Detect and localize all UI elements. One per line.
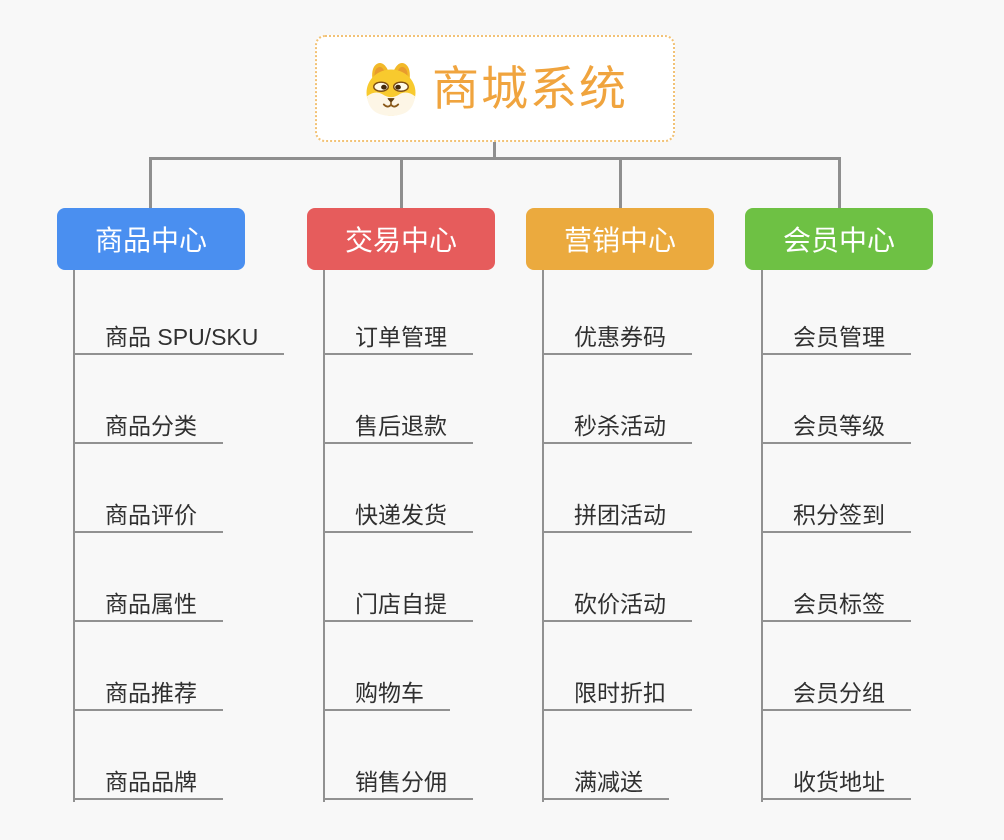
connector-drop-trade-center [400, 157, 403, 209]
leaf-node[interactable]: 限时折扣 [542, 677, 692, 711]
branch-spine [323, 270, 325, 802]
shiba-dog-face-icon [362, 60, 420, 118]
leaf-node[interactable]: 优惠券码 [542, 321, 692, 355]
branch-member-center: 会员中心 会员管理 会员等级 积分签到 会员标签 会员分组 收货地址 [745, 208, 933, 818]
branch-label: 营销中心 [563, 225, 676, 256]
branch-label: 交易中心 [344, 225, 457, 256]
branch-label: 商品中心 [94, 225, 207, 256]
leaf-node[interactable]: 收货地址 [761, 766, 911, 800]
leaf-node[interactable]: 商品品牌 [73, 766, 223, 800]
leaf-node[interactable]: 会员等级 [761, 410, 911, 444]
root-title: 商城系统 [432, 62, 628, 115]
leaf-node[interactable]: 秒杀活动 [542, 410, 692, 444]
leaf-node[interactable]: 门店自提 [323, 588, 473, 622]
leaf-node[interactable]: 购物车 [323, 677, 450, 711]
branch-product-center: 商品中心 商品 SPU/SKU 商品分类 商品评价 商品属性 商品推荐 商品品牌 [57, 208, 285, 818]
leaf-node[interactable]: 会员分组 [761, 677, 911, 711]
leaf-node[interactable]: 商品 SPU/SKU [73, 321, 285, 355]
branch-header-trade-center[interactable]: 交易中心 [307, 208, 495, 270]
branch-header-member-center[interactable]: 会员中心 [745, 208, 933, 270]
connector-root-riser [493, 141, 496, 160]
leaf-node[interactable]: 快递发货 [323, 499, 473, 533]
leaf-node[interactable]: 会员管理 [761, 321, 911, 355]
branch-trade-center: 交易中心 订单管理 售后退款 快递发货 门店自提 购物车 销售分佣 [307, 208, 495, 818]
connector-drop-member-center [838, 157, 841, 209]
branch-spine [761, 270, 763, 802]
leaf-node[interactable]: 商品分类 [73, 410, 223, 444]
branch-spine [73, 270, 75, 802]
leaf-node[interactable]: 砍价活动 [542, 588, 692, 622]
connector-drop-product-center [149, 157, 152, 209]
leaf-node[interactable]: 商品属性 [73, 588, 223, 622]
leaf-node[interactable]: 商品推荐 [73, 677, 223, 711]
branch-header-marketing-center[interactable]: 营销中心 [526, 208, 714, 270]
leaf-node[interactable]: 满减送 [542, 766, 669, 800]
leaf-node[interactable]: 会员标签 [761, 588, 911, 622]
leaf-node[interactable]: 商品评价 [73, 499, 223, 533]
branch-label: 会员中心 [782, 225, 895, 256]
leaf-node[interactable]: 积分签到 [761, 499, 911, 533]
leaf-node[interactable]: 销售分佣 [323, 766, 473, 800]
connector-drop-marketing-center [619, 157, 622, 209]
root-node[interactable]: 商城系统 [315, 35, 675, 142]
branch-spine [542, 270, 544, 802]
leaf-node[interactable]: 订单管理 [323, 321, 473, 355]
connector-bus [149, 157, 841, 160]
branch-marketing-center: 营销中心 优惠券码 秒杀活动 拼团活动 砍价活动 限时折扣 满减送 [526, 208, 714, 818]
leaf-node[interactable]: 售后退款 [323, 410, 473, 444]
leaf-node[interactable]: 拼团活动 [542, 499, 692, 533]
branch-header-product-center[interactable]: 商品中心 [57, 208, 245, 270]
